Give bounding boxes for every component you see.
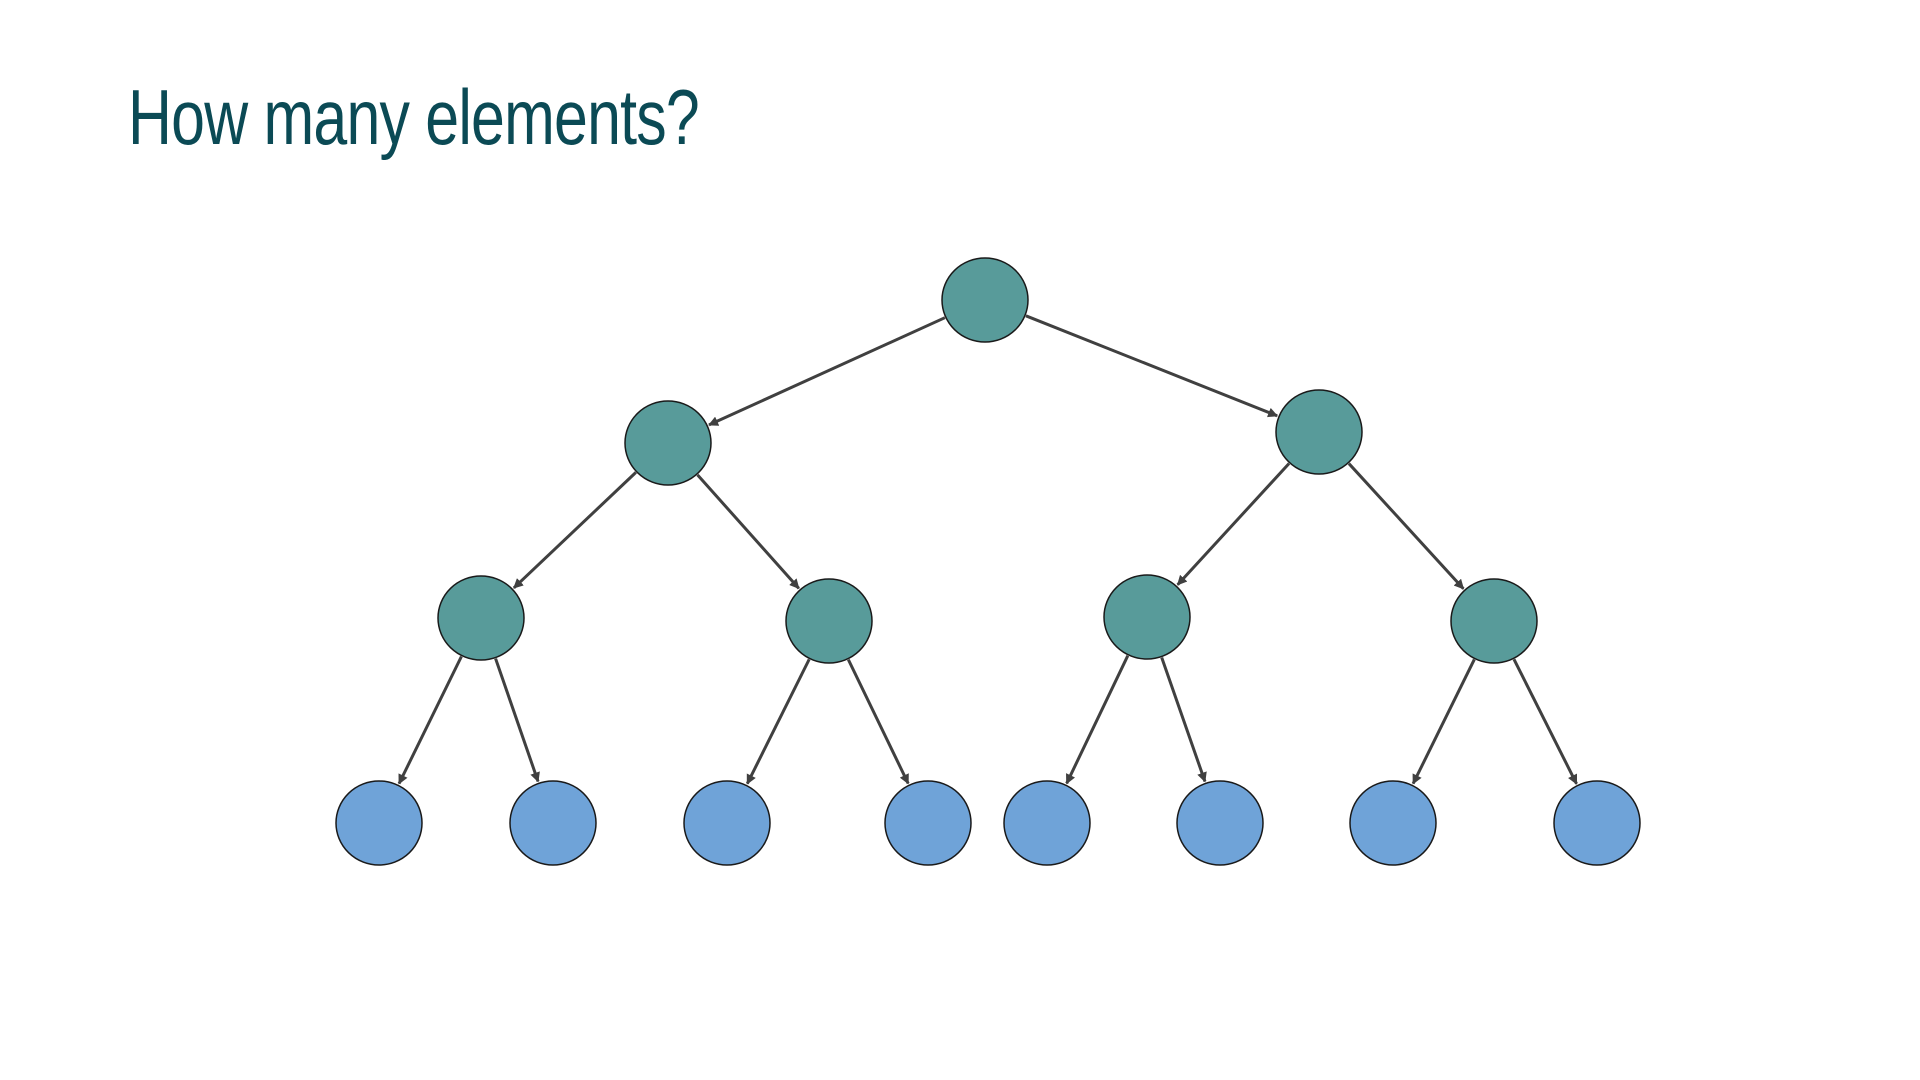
tree-edge-arrow <box>1512 658 1578 785</box>
tree-leaf-node <box>1003 780 1091 866</box>
tree-leaf-node <box>335 780 423 866</box>
tree-leaf-node <box>509 780 597 866</box>
tree-edge-arrow <box>1065 655 1130 785</box>
tree-edge-arrow <box>1347 462 1465 590</box>
tree-internal-node <box>624 400 712 486</box>
tree-edge-arrow <box>708 316 946 427</box>
tree-edge-arrow <box>512 471 637 590</box>
tree-internal-node <box>437 575 525 661</box>
tree-edge-arrow <box>494 658 540 783</box>
tree-edge-arrow <box>1025 314 1279 418</box>
tree-edge-arrow <box>696 473 800 590</box>
tree-edge-arrow <box>1411 658 1476 785</box>
tree-internal-node <box>941 257 1029 343</box>
tree-internal-node <box>1103 574 1191 660</box>
tree-edge-arrow <box>745 658 811 785</box>
tree-edges <box>397 314 1578 785</box>
tree-edge-arrow <box>1176 462 1291 586</box>
tree-internal-node <box>1450 578 1538 664</box>
tree-leaf-node <box>1349 780 1437 866</box>
tree-edge-arrow <box>1160 657 1207 783</box>
slide-title: How many elements? <box>128 73 700 161</box>
tree-leaf-node <box>884 780 972 866</box>
tree-leaf-node <box>683 780 771 866</box>
tree-internal-node <box>785 578 873 664</box>
tree-leaf-node <box>1553 780 1641 866</box>
tree-edge-arrow <box>847 658 910 785</box>
tree-leaf-node <box>1176 780 1264 866</box>
tree-internal-node <box>1275 389 1363 475</box>
tree-edge-arrow <box>397 655 463 785</box>
tree-nodes <box>335 257 1641 866</box>
